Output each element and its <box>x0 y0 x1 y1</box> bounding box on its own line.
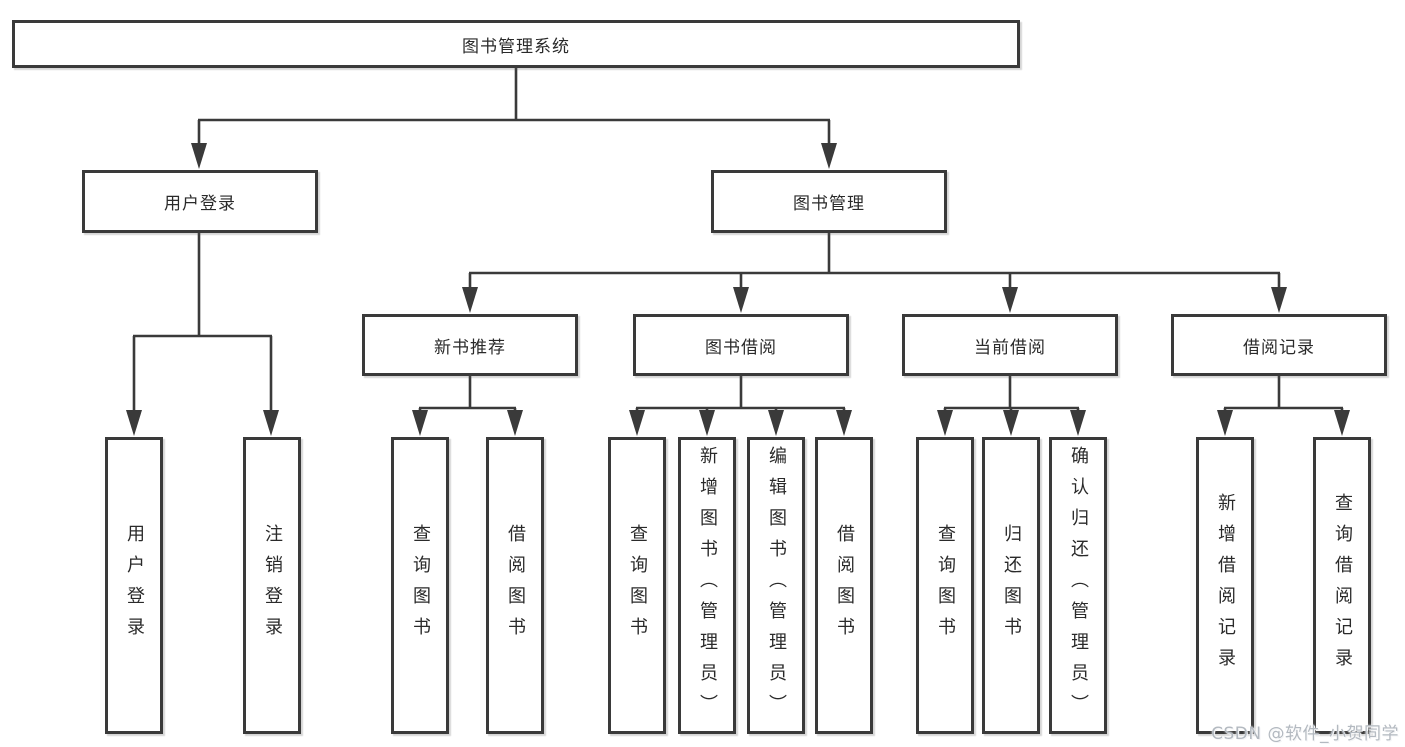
leaf-borrow-books: 借阅图书 <box>815 437 873 734</box>
leaf-user-login: 用户登录 <box>105 437 163 734</box>
node-new-book-recommendation: 新书推荐 <box>362 314 578 376</box>
node-root-label: 图书管理系统 <box>462 36 570 57</box>
node-current-borrowing-label: 当前借阅 <box>974 337 1046 358</box>
leaf-return-books: 归还图书 <box>982 437 1040 734</box>
leaf-borrow-books-recommend: 借阅图书 <box>486 437 544 734</box>
node-book-borrowing: 图书借阅 <box>633 314 849 376</box>
leaf-logout: 注销登录 <box>243 437 301 734</box>
node-book-borrowing-label: 图书借阅 <box>705 337 777 358</box>
leaf-query-borrow-record: 查询借阅记录 <box>1313 437 1371 734</box>
leaf-query-books-current: 查询图书 <box>916 437 974 734</box>
csdn-watermark: CSDN @软件_小贺同学 <box>1211 724 1399 744</box>
leaf-query-books-recommend: 查询图书 <box>391 437 449 734</box>
node-root: 图书管理系统 <box>12 20 1020 68</box>
leaf-add-books-admin: 新增图书（管理员） <box>678 437 736 734</box>
node-book-management-label: 图书管理 <box>793 194 865 214</box>
node-current-borrowing: 当前借阅 <box>902 314 1118 376</box>
leaf-query-books-borrowing: 查询图书 <box>608 437 666 734</box>
node-book-management: 图书管理 <box>711 170 947 233</box>
leaf-edit-books-admin: 编辑图书（管理员） <box>747 437 805 734</box>
node-user-login-label: 用户登录 <box>164 194 236 214</box>
node-new-book-recommendation-label: 新书推荐 <box>434 337 506 358</box>
node-user-login: 用户登录 <box>82 170 318 233</box>
node-borrowing-records-label: 借阅记录 <box>1243 337 1315 358</box>
leaf-confirm-return-admin: 确认归还（管理员） <box>1049 437 1107 734</box>
node-borrowing-records: 借阅记录 <box>1171 314 1387 376</box>
leaf-add-borrow-record: 新增借阅记录 <box>1196 437 1254 734</box>
